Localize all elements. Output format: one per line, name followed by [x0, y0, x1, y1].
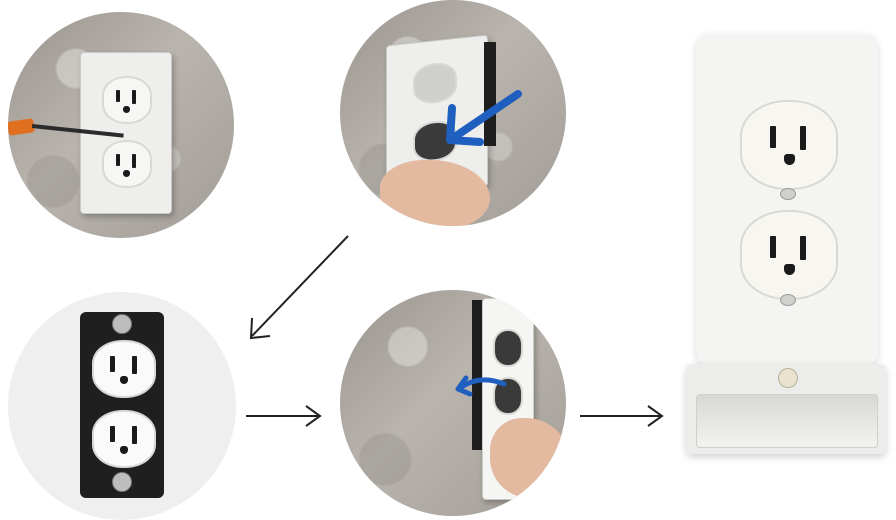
bottom-screw-icon	[780, 294, 796, 306]
product-lower-receptacle	[740, 210, 838, 300]
motion-sensor-icon	[778, 368, 798, 388]
night-light-housing	[686, 364, 886, 454]
light-lens	[696, 394, 878, 448]
product-upper-receptacle	[740, 100, 838, 190]
product-cover-plate	[696, 34, 878, 366]
middle-screw-icon	[780, 188, 796, 200]
